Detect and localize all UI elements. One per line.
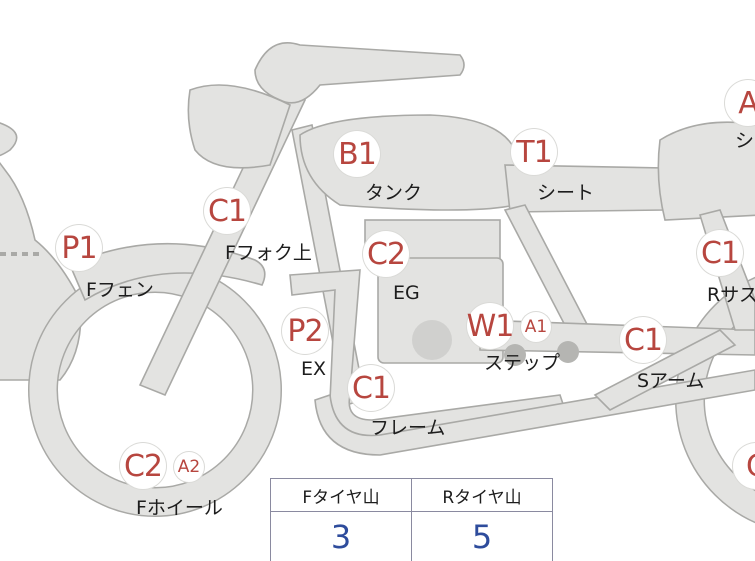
part-label: EX [301,358,327,380]
frame-main-rail [503,204,592,336]
part-label: シ [735,130,755,152]
part-code-tag: A [725,80,755,126]
part-code-tag: C2 [120,443,166,489]
part-code-tag: P2 [282,308,328,354]
part-code-tag: C1 [348,365,394,411]
swing-arm-brace [593,329,737,411]
handlebar-shape [254,42,465,104]
part-code-tag-small: A1 [521,312,551,342]
front-tire-value: 3 [270,511,412,561]
part-label: EG [393,282,420,304]
part-code-tag: C1 [204,188,250,234]
part-code-tag: C2 [363,231,409,277]
part-label: フレーム [370,417,446,439]
rear-cowl-shape [657,121,755,221]
headlight-shape [187,84,291,169]
part-code-tag: T1 [511,129,557,175]
part-code-tag: C1 [697,230,743,276]
front-tire-header: Fタイヤ山 [270,478,412,512]
part-code-tag: C1 [620,317,666,363]
part-label: Fホイール [136,497,223,519]
step-peg-left [504,344,526,366]
part-code-tag: C [733,443,755,489]
part-label: Sアーム [637,370,705,392]
part-label: ステップ [484,352,561,374]
part-label: タンク [365,182,423,204]
left-cowl-shape [0,122,18,157]
step-peg-right [557,341,579,363]
tire-tread-table: Fタイヤ山 Rタイヤ山 3 5 [270,478,553,561]
engine-cover [412,320,452,360]
part-label: シート [537,182,595,204]
rear-tire-value: 5 [411,511,553,561]
rear-tire-header: Rタイヤ山 [411,478,553,512]
part-label: Fフェン [86,279,154,301]
part-code-tag: P1 [56,225,102,271]
part-code-tag: B1 [334,131,380,177]
part-code-tag: W1 [467,303,514,349]
part-code-tag-small: A2 [174,452,204,482]
part-label: Fフォク上 [225,242,312,264]
part-label: Rサス [707,284,755,306]
front-wheel [29,264,281,516]
